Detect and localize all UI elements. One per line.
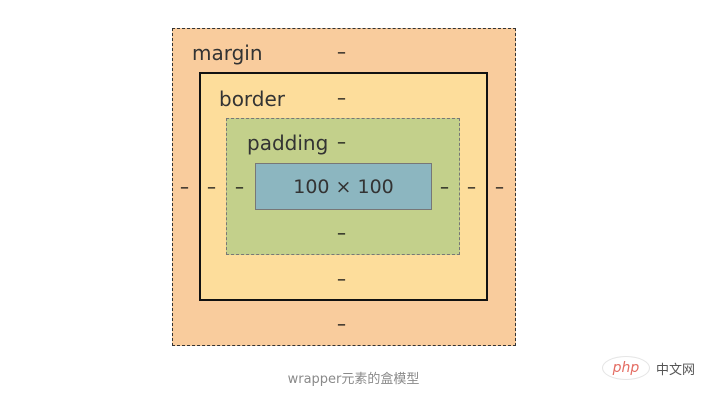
border-label: border [219, 87, 286, 111]
php-logo-icon: php [601, 356, 650, 380]
watermark-logo-text: php [612, 360, 640, 376]
content-box: 100 × 100 [255, 163, 432, 210]
figure-caption: wrapper元素的盒模型 [287, 372, 420, 387]
padding-label: padding [247, 131, 329, 155]
margin-label: margin [192, 41, 263, 65]
watermark-site-text: 中文网 [655, 362, 695, 378]
padding-bottom-value: – [337, 223, 346, 244]
padding-right-value: – [440, 177, 449, 198]
border-top-value: – [337, 88, 346, 109]
border-bottom-value: – [337, 269, 346, 290]
margin-bottom-value: – [337, 314, 346, 335]
site-watermark: php 中文网 [601, 356, 695, 380]
content-size-label: 100 × 100 [293, 175, 394, 198]
margin-left-value: – [180, 177, 189, 198]
border-right-value: – [467, 177, 476, 198]
border-left-value: – [207, 177, 216, 198]
margin-top-value: – [337, 42, 346, 63]
padding-left-value: – [235, 177, 244, 198]
margin-right-value: – [495, 177, 504, 198]
padding-top-value: – [337, 132, 346, 153]
